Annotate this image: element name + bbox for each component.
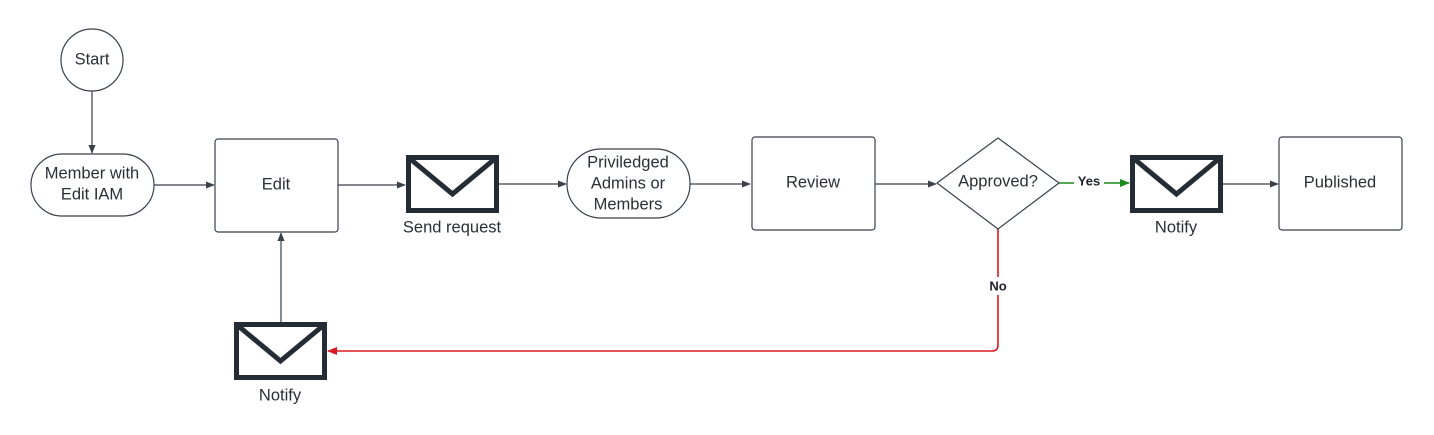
edge-approved-no — [327, 229, 999, 355]
send-request-label: Send request — [403, 218, 502, 236]
approved-label: Approved? — [958, 172, 1038, 190]
notify-no-label: Notify — [259, 386, 302, 404]
published-node: Published — [1278, 136, 1403, 231]
yes-label-text: Yes — [1078, 173, 1100, 188]
privileged-label-line2: Admins or — [591, 174, 666, 192]
yes-edge-label: Yes — [1074, 173, 1104, 190]
notify-yes-label: Notify — [1155, 218, 1198, 236]
envelope-icon — [1130, 155, 1223, 213]
edit-node: Edit — [214, 138, 339, 233]
privileged-label-line1: Priviledged — [587, 153, 669, 171]
start-node: Start — [60, 28, 124, 92]
review-label: Review — [786, 173, 840, 191]
envelope-icon — [406, 155, 499, 213]
member-label-line2: Edit IAM — [61, 185, 123, 203]
privileged-node: Priviledged Admins or Members — [566, 148, 691, 219]
edit-label: Edit — [262, 175, 291, 193]
member-label-line1: Member with — [45, 164, 139, 182]
no-edge-label: No — [985, 277, 1011, 295]
member-node: Member with Edit IAM — [30, 153, 155, 217]
no-label-text: No — [989, 278, 1006, 293]
approved-decision-node: Approved? — [935, 137, 1061, 230]
review-node: Review — [751, 136, 876, 231]
start-label: Start — [75, 50, 110, 68]
privileged-label-line3: Members — [594, 195, 663, 213]
envelope-icon — [234, 322, 327, 380]
published-label: Published — [1304, 173, 1376, 191]
